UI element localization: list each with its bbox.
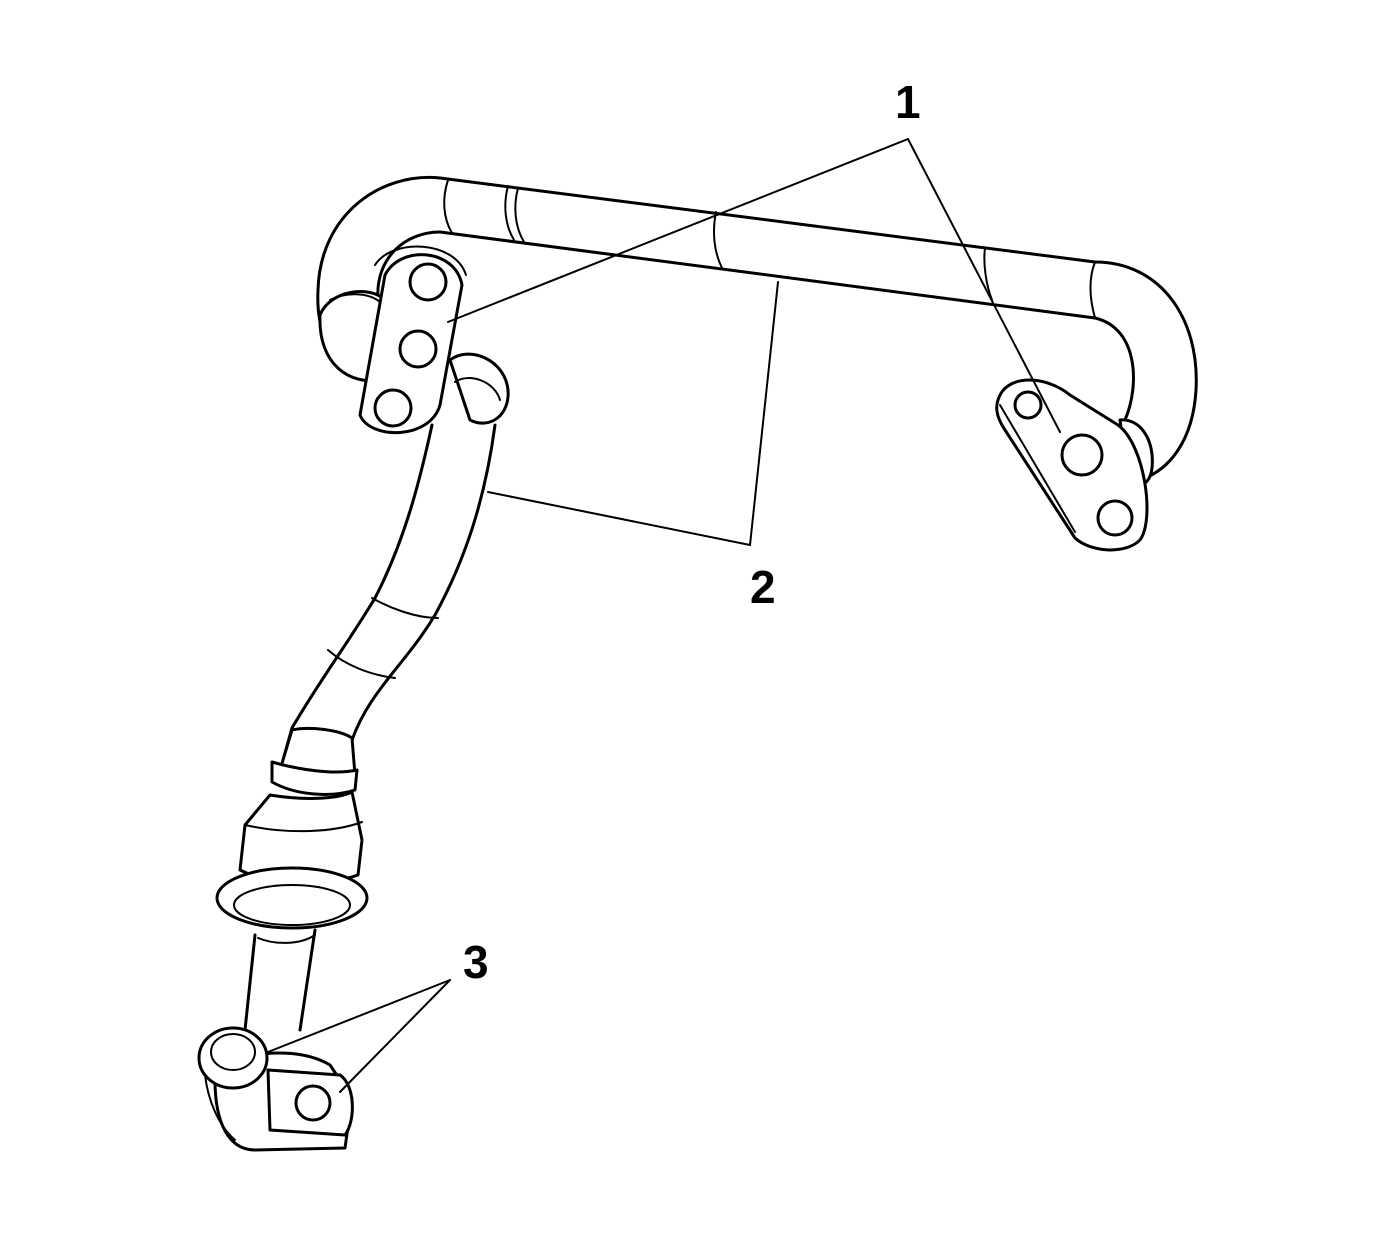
- callout-2: 2: [750, 561, 776, 613]
- leader-lines: [267, 138, 1061, 1093]
- left-flange: [318, 245, 510, 435]
- bottom-fitting: [197, 1026, 354, 1152]
- callout-3: 3: [463, 936, 489, 988]
- right-flange: [995, 378, 1154, 552]
- upper-pipe: [316, 175, 1198, 482]
- callout-1: 1: [895, 76, 921, 128]
- lower-hose: [215, 423, 497, 1032]
